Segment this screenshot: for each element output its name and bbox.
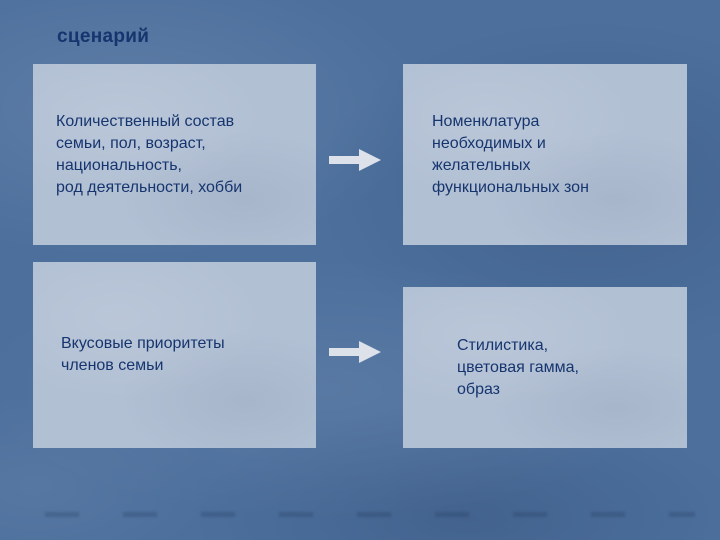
box-family-composition-text: Количественный состав семьи, пол, возрас… <box>56 112 243 196</box>
box-style-palette-text: Стилистика, цветовая гамма, образ <box>457 336 579 398</box>
box-taste-priorities: Вкусовые приоритеты членов семьи <box>33 262 316 448</box>
box-taste-priorities-text: Вкусовые приоритеты членов семьи <box>61 335 225 374</box>
arrow-right-icon <box>329 341 381 363</box>
arrow-right-icon <box>329 149 381 171</box>
box-style-palette: Стилистика, цветовая гамма, образ <box>403 287 687 448</box>
box-family-composition: Количественный состав семьи, пол, возрас… <box>33 64 316 245</box>
box-functional-zones-text: Номенклатура необходимых и желательных ф… <box>432 112 589 196</box>
slide-title: сценарий <box>57 26 150 47</box>
box-functional-zones: Номенклатура необходимых и желательных ф… <box>403 64 687 245</box>
